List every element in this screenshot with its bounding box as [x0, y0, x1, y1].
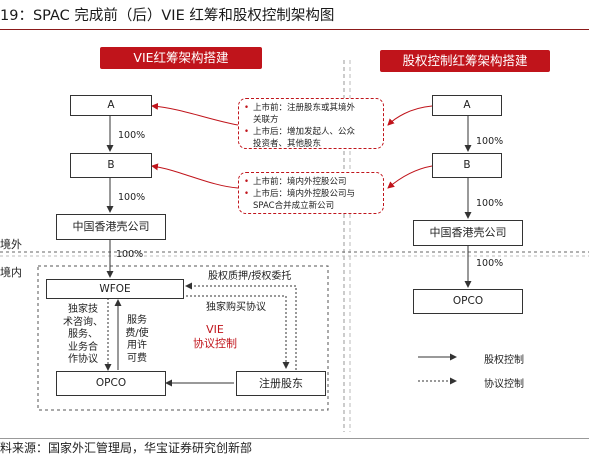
note2-line: 上市前：境内外控股公司 [253, 176, 377, 188]
vie-label-line: 协议控制 [193, 337, 237, 350]
right-box-shell: 中国香港壳公司 [413, 220, 523, 246]
arrow-equity-pledge [185, 282, 297, 370]
vie-label-line: VIE [206, 323, 224, 336]
note2-line: 上市后：境内外控股公司与 [253, 188, 377, 200]
arrow-a-right-to-note1 [387, 105, 433, 126]
vie-agreement-label: VIE 协议控制 [182, 323, 248, 351]
onshore-container [37, 265, 329, 411]
service-fee-line: 可费 [127, 352, 147, 364]
exclusive-buy-label: 独家购买协议 [206, 302, 266, 313]
arrow-note1-to-a [151, 102, 239, 126]
left-banner: VIE红筹架构搭建 [100, 47, 262, 69]
left-pct-shellwfoe: 100% [116, 249, 144, 260]
note1-line: 投资者、其他股东 [253, 139, 322, 149]
right-pct-ab: 100% [476, 136, 504, 147]
note2-line: SPAC合并成立新公司 [253, 201, 335, 211]
equity-pledge-label: 股权质押/授权委托 [208, 271, 292, 282]
note-shareholders: 上市前：注册股东或其境外 关联方 上市后：增加发起人、公众 投资者、其他股东 [238, 98, 384, 149]
offshore-label: 境外 [0, 238, 22, 251]
tech-consult-line: 作协议 [68, 354, 98, 365]
note-holding-company: 上市前：境内外控股公司 上市后：境内外控股公司与 SPAC合并成立新公司 [238, 172, 384, 214]
right-box-a: A [432, 95, 502, 116]
left-box-wfoe: WFOE [46, 279, 184, 299]
tech-consult-line: 独家技 [68, 304, 98, 315]
left-pct-ab: 100% [118, 130, 146, 141]
left-pct-bshell: 100% [118, 192, 146, 203]
left-box-registered-shareholder: 注册股东 [236, 371, 326, 396]
source-note: 料来源：国家外汇管理局，华宝证券研究创新部 [0, 441, 253, 455]
legend-agreement-control: 协议控制 [484, 379, 524, 390]
right-box-opco: OPCO [413, 289, 523, 314]
tech-consult-line: 术咨询、 [63, 316, 103, 328]
left-box-b: B [70, 153, 152, 178]
tech-consult-line: 业务合 [68, 341, 98, 353]
left-box-shell: 中国香港壳公司 [56, 214, 166, 240]
figure-title: 19：SPAC 完成前（后）VIE 红筹和股权控制架构图 [0, 8, 335, 24]
left-box-a: A [70, 95, 152, 116]
left-box-opco: OPCO [56, 371, 166, 396]
service-fee-label: 服务 费/使 用许 可费 [120, 315, 154, 365]
right-box-b: B [432, 153, 502, 178]
source-rule [0, 438, 589, 439]
right-pct-bshell: 100% [476, 198, 504, 209]
legend-equity-control: 股权控制 [484, 355, 524, 366]
service-fee-line: 用许 [127, 340, 147, 351]
arrow-note2-to-b [151, 163, 239, 189]
title-rule [0, 29, 589, 30]
arrow-b-right-to-note2 [387, 165, 433, 189]
note1-line: 关联方 [253, 115, 279, 125]
service-fee-line: 服务 [127, 315, 147, 326]
right-pct-shellopco: 100% [476, 258, 504, 269]
tech-consult-line: 服务、 [68, 329, 98, 340]
tech-consult-label: 独家技 术咨询、 服务、 业务合 作协议 [60, 304, 106, 367]
arrow-exclusive-buy [186, 295, 290, 369]
note1-line: 上市前：注册股东或其境外 [253, 102, 377, 114]
right-banner: 股权控制红筹架构搭建 [380, 50, 550, 72]
onshore-label: 境内 [0, 266, 22, 279]
note1-line: 上市后：增加发起人、公众 [253, 126, 377, 138]
service-fee-line: 费/使 [125, 327, 149, 339]
